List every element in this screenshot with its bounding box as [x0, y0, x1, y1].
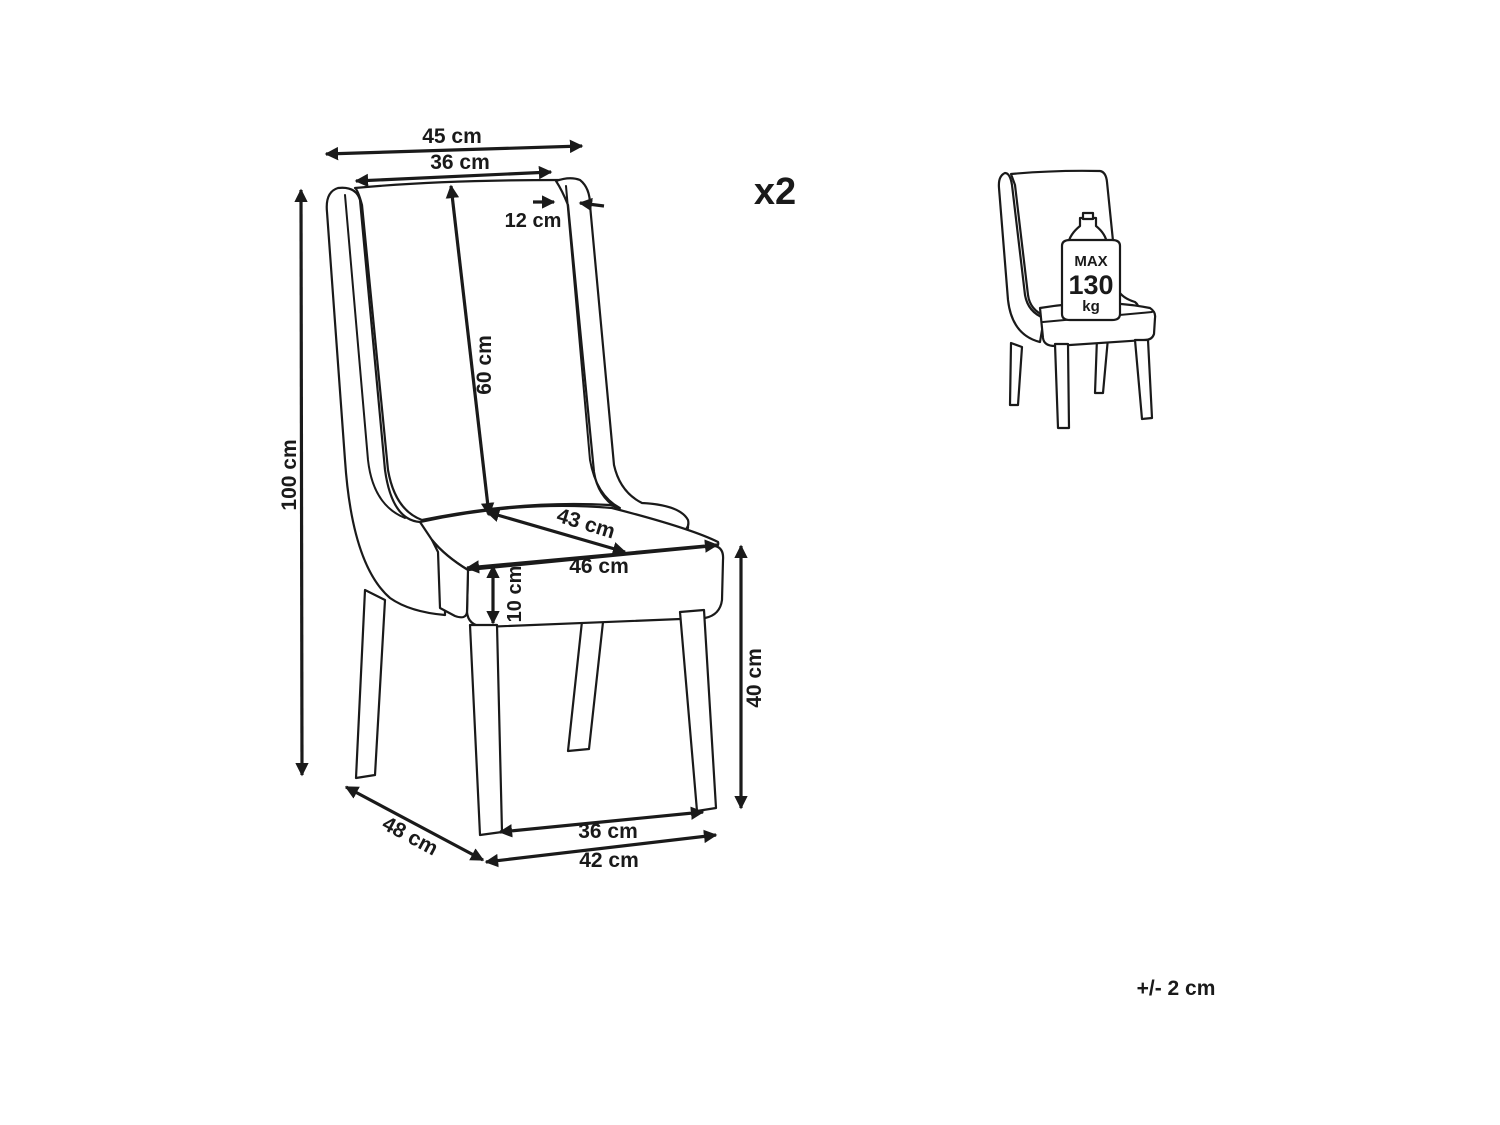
seat-height-label: 40 cm [743, 648, 766, 708]
seat-cushion-side [430, 538, 470, 619]
front-right-leg [678, 608, 718, 813]
wing-seam-left [344, 194, 406, 519]
total-depth-arrow [344, 785, 485, 862]
load-chair-front-right-leg [1133, 338, 1154, 421]
total-width-arrow [324, 139, 584, 161]
quantity-label: x2 [754, 171, 796, 213]
load-chair-back-left-leg [1008, 341, 1024, 407]
dimension-lines [294, 139, 748, 868]
backrest-width-label: 36 cm [430, 151, 490, 174]
max-load-max-label: MAX [1074, 253, 1107, 270]
backrest-height-label: 60 cm [473, 335, 496, 395]
wing-depth-arrow-right [578, 197, 605, 212]
load-chair-drawing: MAX 130 kg [997, 169, 1157, 430]
wing-seam-right [565, 185, 621, 509]
backrest-shell [325, 186, 447, 617]
front-left-leg [468, 623, 504, 837]
inner-leg-span-arrow [498, 806, 705, 838]
seat-thickness-label: 10 cm [504, 566, 526, 623]
back-left-leg [354, 588, 387, 780]
total-height-arrow [294, 188, 309, 777]
dimension-labels: 45 cm 36 cm 12 cm 60 cm 100 cm 43 cm 46 … [278, 125, 1215, 1000]
wing-depth-label: 12 cm [505, 210, 562, 232]
total-height-label: 100 cm [278, 439, 301, 510]
weight-icon: MAX 130 kg [1060, 211, 1122, 322]
backrest-panel [353, 178, 690, 530]
back-right-leg [566, 610, 606, 753]
main-chair-drawing [325, 177, 725, 837]
max-load-value-label: 130 [1068, 270, 1113, 300]
backrest-width-arrow [354, 165, 553, 188]
seat-width-label: 46 cm [569, 555, 629, 578]
outer-leg-span-arrow [484, 829, 718, 868]
max-load-unit-label: kg [1082, 298, 1100, 315]
load-chair-back-right-leg [1093, 336, 1110, 395]
tolerance-label: +/- 2 cm [1137, 977, 1216, 1000]
seat-width-arrow [465, 539, 719, 574]
backrest-height-arrow [445, 184, 495, 517]
total-width-label: 45 cm [422, 125, 482, 148]
load-chair-front-left-leg [1053, 342, 1071, 430]
outer-leg-span-label: 42 cm [579, 849, 639, 872]
backrest-right-wing [554, 177, 690, 534]
inner-leg-span-label: 36 cm [578, 820, 638, 843]
